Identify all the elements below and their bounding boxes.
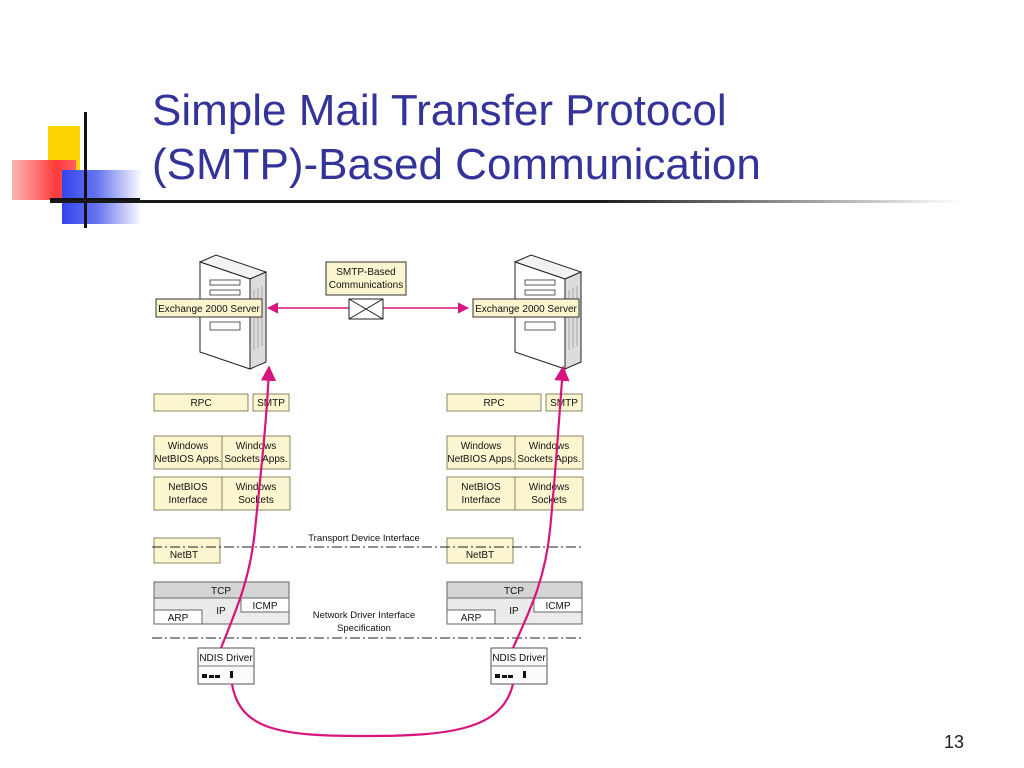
left-netbios-interface-line-2: Interface — [169, 495, 208, 506]
network-cable-path — [230, 683, 515, 738]
left-ip-label: IP — [216, 606, 226, 617]
right-sockets-apps-line-2: Sockets Apps. — [517, 454, 580, 465]
left-windows-sockets-line-1: Windows — [236, 482, 277, 493]
left-nic-port-2 — [209, 675, 214, 678]
right-arp-label: ARP — [461, 613, 482, 624]
right-netbios-interface-line-1: NetBIOS — [461, 482, 501, 493]
left-icmp-box — [240, 597, 290, 613]
left-nic-port-4 — [230, 671, 233, 678]
left-server-label-box — [155, 298, 263, 318]
decorative-logo — [0, 0, 160, 240]
left-icmp-label: ICMP — [253, 601, 278, 612]
ndis-spec-label-1: Network Driver Interface — [313, 610, 415, 621]
right-rpc-box — [446, 393, 542, 412]
right-arp-box — [446, 609, 496, 625]
right-ndis-driver-label: NDIS Driver — [492, 653, 546, 664]
left-rpc-box — [153, 393, 249, 412]
right-server-label-box — [472, 298, 580, 318]
right-netbios-interface-line-2: Interface — [462, 495, 501, 506]
slide-title-line-2: (SMTP)-Based Communication — [152, 140, 761, 189]
left-netbt-label: NetBT — [170, 550, 198, 561]
logo-horizontal-line — [50, 198, 140, 201]
right-server-label: Exchange 2000 Server — [475, 304, 577, 315]
right-sockets-apps-line-1: Windows — [529, 441, 570, 452]
left-arp-label: ARP — [168, 613, 189, 624]
left-windows-sockets-box — [221, 476, 291, 511]
right-ip-label: IP — [509, 606, 519, 617]
left-windows-sockets-line-2: Sockets — [238, 495, 274, 506]
right-netbios-interface-box — [446, 476, 516, 511]
right-data-path — [511, 365, 570, 649]
right-nic-port-2 — [502, 675, 507, 678]
left-netbios-apps-box — [153, 435, 223, 470]
right-nic-port-3 — [508, 675, 513, 678]
tdi-label: Transport Device Interface — [308, 533, 420, 544]
left-tcp-label: TCP — [211, 586, 231, 597]
right-tcp-label: TCP — [504, 586, 524, 597]
smtp-communications-label-2: Communications — [329, 280, 403, 291]
right-windows-sockets-line-1: Windows — [529, 482, 570, 493]
left-smtp-label: SMTP — [257, 398, 285, 409]
right-rpc-label: RPC — [483, 398, 504, 409]
slide-title: Simple Mail Transfer Protocol (SMTP)-Bas… — [152, 84, 972, 192]
right-icmp-label: ICMP — [546, 601, 571, 612]
left-sockets-apps-line-2: Sockets Apps. — [224, 454, 287, 465]
left-netbt-box — [153, 537, 221, 564]
left-netbios-interface-box — [153, 476, 223, 511]
left-ndis-driver-label: NDIS Driver — [199, 653, 253, 664]
right-sockets-apps-box — [514, 435, 584, 470]
envelope-icon — [348, 298, 384, 320]
left-data-path — [219, 365, 277, 649]
right-windows-sockets-line-2: Sockets — [531, 495, 567, 506]
slide-title-line-1: Simple Mail Transfer Protocol — [152, 86, 727, 135]
logo-blue-square — [62, 170, 142, 224]
logo-vertical-line — [84, 112, 87, 228]
right-netbt-label: NetBT — [466, 550, 494, 561]
left-nic-port-3 — [215, 675, 220, 678]
left-netbios-interface-line-1: NetBIOS — [168, 482, 208, 493]
left-sockets-apps-box — [221, 435, 291, 470]
right-icmp-box — [533, 597, 583, 613]
left-rpc-label: RPC — [190, 398, 211, 409]
title-underline — [50, 200, 960, 203]
right-smtp-label: SMTP — [550, 398, 578, 409]
left-netbios-apps-line-1: Windows — [168, 441, 209, 452]
ndis-spec-label-2: Specification — [337, 623, 391, 634]
right-netbios-apps-line-1: Windows — [461, 441, 502, 452]
left-server-label: Exchange 2000 Server — [158, 304, 260, 315]
smtp-communications-box — [325, 261, 407, 296]
left-nic-port-1 — [202, 674, 207, 678]
left-smtp-box — [252, 393, 290, 412]
smtp-communications-label-1: SMTP-Based — [336, 267, 395, 278]
page-number: 13 — [943, 732, 964, 752]
right-nic-port-4 — [523, 671, 526, 678]
left-sockets-apps-line-1: Windows — [236, 441, 277, 452]
right-netbt-box — [446, 537, 514, 564]
right-netbios-apps-line-2: NetBIOS Apps. — [447, 454, 514, 465]
left-netbios-apps-line-2: NetBIOS Apps. — [154, 454, 221, 465]
smtp-communication-diagram: Exchange 2000 Server Exchange 2000 Serve… — [152, 254, 584, 738]
right-netbios-apps-box — [446, 435, 516, 470]
right-windows-sockets-box — [514, 476, 584, 511]
left-arp-box — [153, 609, 203, 625]
right-smtp-box — [545, 393, 583, 412]
right-nic-port-1 — [495, 674, 500, 678]
